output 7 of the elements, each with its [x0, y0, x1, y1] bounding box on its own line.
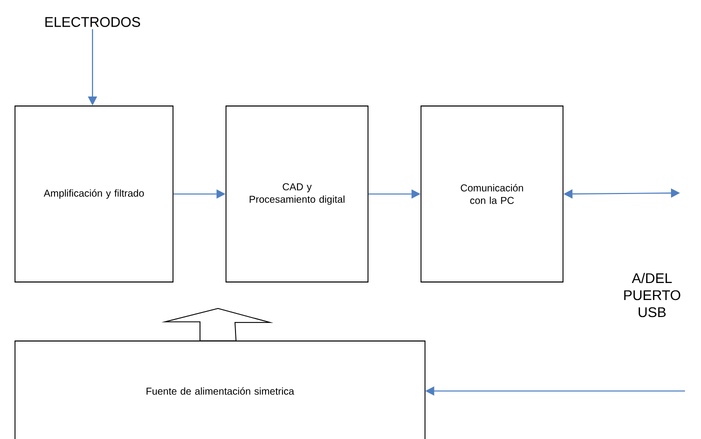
input-label: ELECTRODOS [45, 17, 140, 27]
power-supply-box: Fuente de alimentación simetrica [14, 340, 426, 439]
port-label: A/DEL PUERTO USB [624, 272, 680, 318]
block-arrow [161, 308, 274, 342]
process-box: CAD y Procesamiento digital [226, 106, 368, 282]
process-box: Amplificación y filtrado [14, 106, 174, 282]
process-box: Comunicación con la PC [420, 106, 564, 282]
